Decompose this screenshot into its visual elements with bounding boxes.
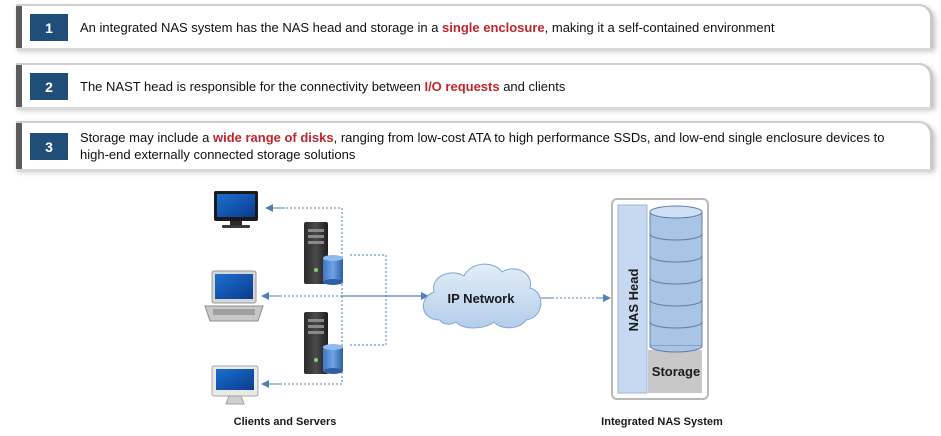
- server-tower-bottom-icon: [304, 312, 328, 374]
- point-panel-3: 3 Storage may include a wide range of di…: [16, 121, 933, 169]
- point-highlight-3: wide range of disks: [212, 130, 334, 145]
- clients-servers-caption: Clients and Servers: [234, 416, 337, 428]
- point-number-3: 3: [30, 133, 68, 160]
- point-highlight-2: I/O requests: [424, 79, 500, 94]
- laptop-icon: [204, 270, 264, 322]
- point-highlight-1: single enclosure: [442, 20, 545, 35]
- nas-system-caption: Integrated NAS System: [601, 416, 723, 428]
- connection-arrows: [261, 204, 611, 388]
- ip-network-label: IP Network: [448, 291, 516, 306]
- nas-head-panel: [617, 204, 648, 394]
- point-text-3-after: , ranging from low-cost ATA to high perf…: [80, 130, 885, 162]
- point-text-3-before: Storage may include a: [80, 130, 213, 145]
- point-text-3: Storage may include a wide range of disk…: [80, 129, 916, 163]
- nas-head-label: NAS Head: [626, 269, 641, 332]
- imac-icon: [211, 365, 259, 405]
- point-number-2: 2: [30, 73, 68, 100]
- point-text-2-after: and clients: [499, 79, 566, 94]
- nas-system: [611, 198, 709, 400]
- point-panel-2: 2 The NAST head is responsible for the c…: [16, 63, 933, 107]
- point-panel-1: 1 An integrated NAS system has the NAS h…: [16, 4, 933, 48]
- point-text-2-before: The NAST head is responsible for the con…: [80, 79, 425, 94]
- server-disk-bottom-icon: [323, 344, 343, 374]
- point-text-1-after: , making it a self-contained environment: [544, 20, 775, 35]
- point-text-2: The NAST head is responsible for the con…: [80, 78, 916, 95]
- storage-label: Storage: [652, 364, 700, 379]
- disk-stack-icon: [649, 205, 703, 353]
- point-text-1-before: An integrated NAS system has the NAS hea…: [80, 20, 443, 35]
- point-text-1: An integrated NAS system has the NAS hea…: [80, 19, 916, 36]
- server-tower-top-icon: [304, 222, 328, 284]
- storage-panel: [648, 350, 702, 393]
- server-disk-top-icon: [323, 255, 343, 285]
- desktop-monitor-icon: [214, 191, 258, 228]
- ip-network-cloud: [423, 263, 542, 329]
- point-number-1: 1: [30, 14, 68, 41]
